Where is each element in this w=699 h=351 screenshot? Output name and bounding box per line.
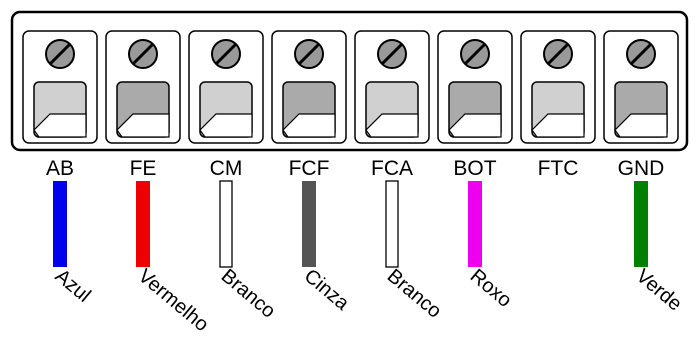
terminal-label: FCA <box>371 157 413 180</box>
clamp-opening <box>365 113 419 138</box>
screw-slot <box>629 42 653 66</box>
clamp-opening <box>199 113 253 138</box>
screw-slot <box>546 42 570 66</box>
wire-color-name: Branco <box>217 265 280 323</box>
clamp-opening <box>448 113 502 138</box>
wire-color-name: Cinza <box>300 265 354 315</box>
screw-slot <box>380 42 404 66</box>
screw-slot <box>214 42 238 66</box>
clamp-opening <box>531 113 585 138</box>
clamp-opening <box>282 113 336 138</box>
terminal-ftc: FTC <box>520 30 596 180</box>
terminal-gnd: GND Verde <box>603 30 686 315</box>
terminal-label: CM <box>210 157 243 180</box>
terminal-label: GND <box>618 157 665 180</box>
terminal-label: FE <box>130 157 157 180</box>
wire <box>219 180 233 268</box>
wire <box>302 181 316 267</box>
clamp-opening <box>614 113 668 138</box>
wire-color-name: Azul <box>51 265 95 307</box>
clamp-opening <box>33 113 87 138</box>
terminal-ab: AB Azul <box>22 30 98 307</box>
wire <box>468 181 482 267</box>
wire <box>136 181 150 267</box>
terminal-label: AB <box>46 157 74 180</box>
terminal-label: FTC <box>538 157 579 180</box>
terminal-label: FCF <box>289 157 330 180</box>
terminal-cm: CM Branco <box>188 30 280 323</box>
wire-color-name: Branco <box>383 265 446 323</box>
wire <box>385 180 399 268</box>
wire <box>53 181 67 267</box>
screw-slot <box>463 42 487 66</box>
terminal-fcf: FCF Cinza <box>271 30 354 315</box>
screw-slot <box>297 42 321 66</box>
screw-slot <box>131 42 155 66</box>
wire-color-name: Roxo <box>466 265 516 312</box>
wire-color-name: Verde <box>632 265 686 315</box>
clamp-opening <box>116 113 170 138</box>
terminal-label: BOT <box>453 157 496 180</box>
wire-color-name: Vermelho <box>134 265 213 336</box>
screw-slot <box>48 42 72 66</box>
wire <box>634 181 648 267</box>
terminal-bot: BOT Roxo <box>437 30 516 312</box>
